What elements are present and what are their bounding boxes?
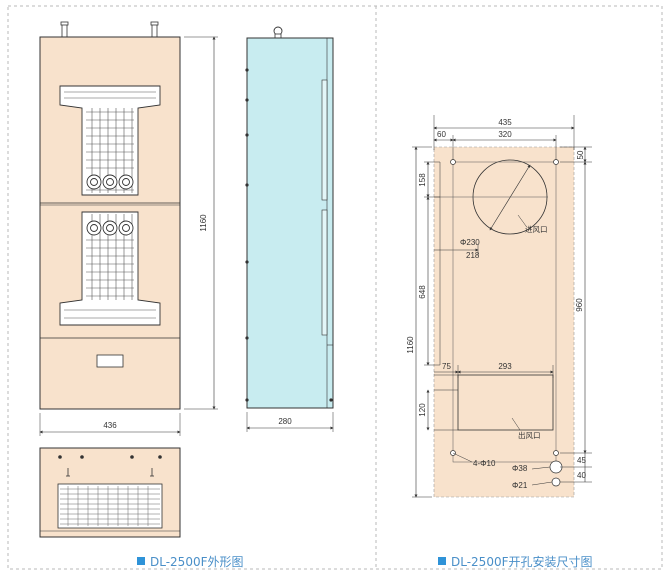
top-margin-label: 50 — [576, 150, 585, 159]
bottom-45-label: 45 — [577, 456, 586, 465]
front-view: 436 1160 — [39, 21, 218, 436]
outlet-hole — [457, 374, 554, 431]
outlet-offset-label: 75 — [442, 362, 451, 371]
outlet-width-label: 293 — [498, 362, 512, 371]
offset-left-label: 60 — [437, 130, 446, 139]
bottom-40-label: 40 — [577, 471, 586, 480]
outer-frame — [7, 5, 663, 570]
outlet-height-label: 120 — [418, 403, 427, 417]
cutout-view: Φ230 218 进风口 75 293 出风口 120 4-Φ10 — [406, 115, 592, 498]
intake-span-label: 320 — [498, 130, 512, 139]
hole-21 — [551, 477, 561, 487]
top-grille — [57, 483, 163, 529]
outlet-label: 出风口 — [518, 430, 541, 440]
hole-38-label: Φ38 — [512, 464, 528, 473]
front-height-label: 1160 — [199, 214, 208, 232]
upper-grille-shape — [59, 85, 161, 196]
side-cabinet-body — [246, 37, 334, 409]
hole-21-label: Φ21 — [512, 481, 528, 490]
caption-right-square — [438, 557, 446, 565]
caption-left: DL-2500F外形图 — [150, 555, 244, 569]
total-height-label: 1160 — [406, 336, 415, 354]
upper-span-label: 648 — [418, 285, 427, 299]
caption-right: DL-2500F开孔安装尺寸图 — [451, 554, 593, 569]
lower-grille-shape — [59, 211, 161, 326]
mount-hole-tl — [450, 159, 456, 165]
top-view — [39, 447, 181, 538]
caption-left-square — [137, 557, 145, 565]
intake-label: 进风口 — [525, 225, 548, 234]
hole-span-label: 960 — [575, 298, 584, 312]
intake-offset-label: 218 — [466, 251, 480, 260]
side-view: 280 — [245, 26, 334, 432]
intake-center-label: 158 — [418, 173, 427, 187]
intake-dia-label: Φ230 — [460, 238, 480, 247]
mount-hole-br — [553, 450, 559, 456]
mount-hole-tr — [553, 159, 559, 165]
total-width-label: 435 — [498, 118, 512, 127]
mount-holes-label: 4-Φ10 — [473, 459, 496, 468]
side-depth-label: 280 — [278, 417, 292, 426]
front-width-label: 436 — [103, 421, 117, 430]
